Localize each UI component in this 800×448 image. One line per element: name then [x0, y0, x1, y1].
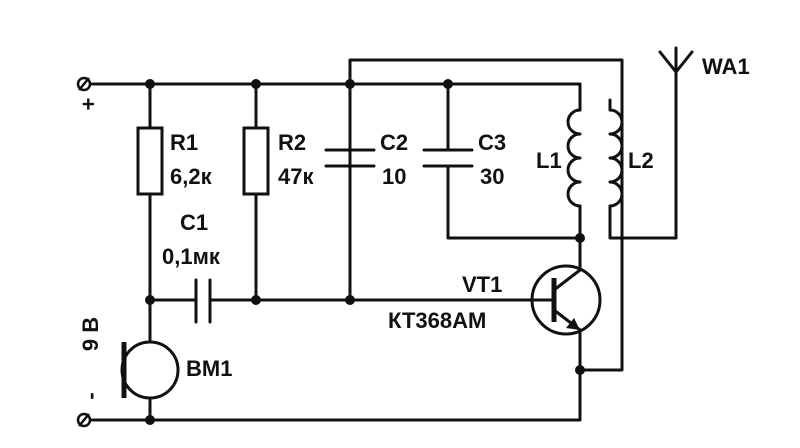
- junction-dot: [443, 79, 453, 89]
- terminal-minus: [76, 412, 92, 428]
- bm1-ref: BM1: [186, 356, 232, 381]
- vt1-transistor-symbol: [530, 260, 602, 342]
- wa1-ref: WA1: [702, 54, 750, 79]
- c3-capacitor-symbol: [422, 148, 474, 168]
- minus-sign: -: [78, 392, 103, 399]
- vt1-ref: VT1: [462, 272, 502, 297]
- bm1-microphone-symbol: [120, 340, 180, 400]
- junction-dot: [575, 233, 585, 243]
- junction-dot: [145, 415, 155, 425]
- junction-dot: [145, 295, 155, 305]
- r2-ref: R2: [278, 130, 306, 155]
- c1-capacitor-symbol: [194, 278, 212, 324]
- junction-dot: [251, 79, 261, 89]
- c1-value: 0,1мк: [162, 244, 221, 269]
- l2-inductor-symbol: [608, 108, 624, 208]
- supply-voltage-label: 9 B: [78, 317, 103, 351]
- l1-inductor-symbol: [566, 108, 582, 208]
- r1-value: 6,2к: [170, 164, 213, 189]
- l2-ref: L2: [628, 148, 654, 173]
- c2-value: 10: [382, 164, 406, 189]
- junction-dot: [575, 365, 585, 375]
- l1-ref: L1: [536, 148, 562, 173]
- junction-dot: [251, 295, 261, 305]
- r1-resistor-symbol: [136, 126, 164, 196]
- junction-dot: [145, 79, 155, 89]
- plus-sign: +: [76, 98, 101, 111]
- c2-ref: C2: [380, 130, 408, 155]
- r2-resistor-symbol: [242, 126, 270, 196]
- r1-ref: R1: [170, 130, 198, 155]
- antenna-symbol: [658, 46, 694, 74]
- junction-dots: [145, 79, 585, 425]
- c3-ref: C3: [478, 130, 506, 155]
- c3-value: 30: [480, 164, 504, 189]
- junction-dot: [345, 79, 355, 89]
- vt1-value: КТ368АМ: [388, 308, 486, 333]
- terminal-plus: [76, 76, 92, 92]
- r2-value: 47к: [278, 164, 314, 189]
- c1-ref: C1: [180, 210, 208, 235]
